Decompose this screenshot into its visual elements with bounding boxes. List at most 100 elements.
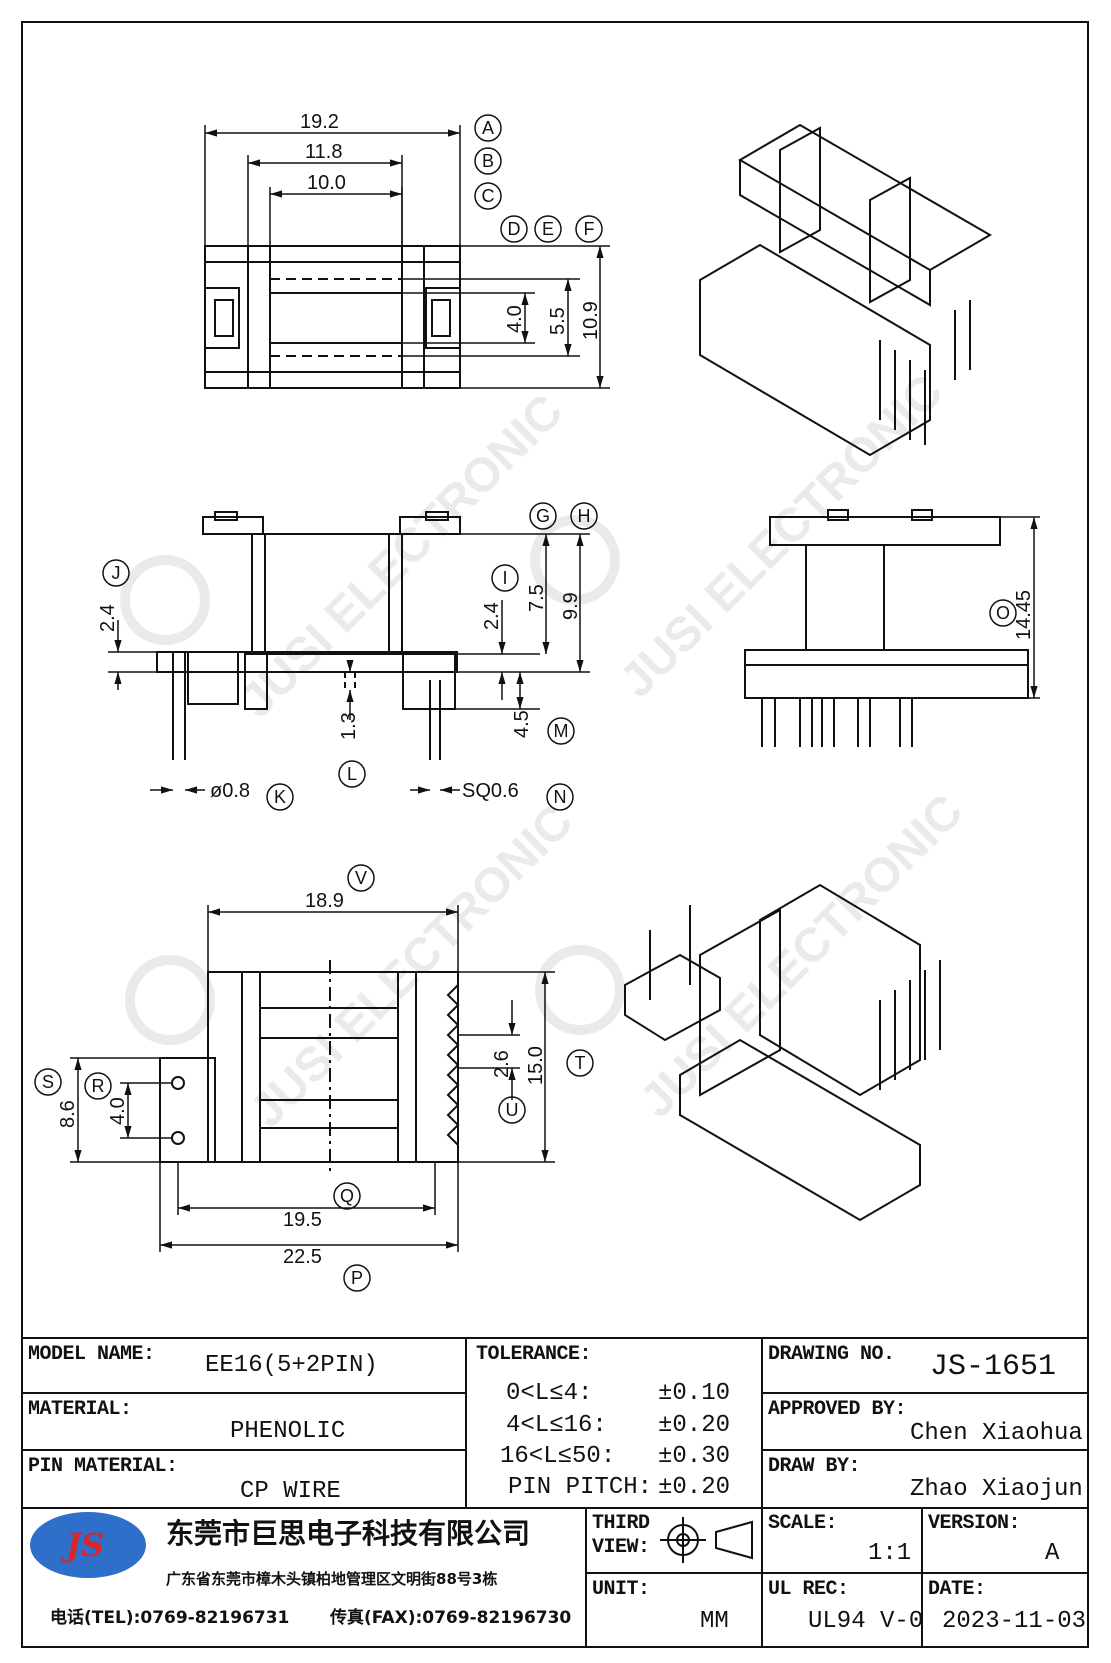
tolerance-range: PIN PITCH: xyxy=(508,1474,653,1501)
marker-label: A xyxy=(482,118,494,138)
version-label: VERSION: xyxy=(928,1512,1021,1535)
watermark-logo xyxy=(530,515,620,605)
draw-by-label: DRAW BY: xyxy=(768,1455,861,1478)
bottom-view xyxy=(159,960,460,1175)
dim-value: 10.9 xyxy=(580,301,602,340)
top-view-dim-lines xyxy=(204,125,610,389)
marker-label: J xyxy=(112,563,121,583)
marker-label: P xyxy=(351,1268,363,1288)
dim-value: 2.4 xyxy=(97,604,119,632)
marker-label: E xyxy=(542,219,554,239)
scale-label: SCALE: xyxy=(768,1512,838,1535)
marker-label: T xyxy=(575,1053,586,1073)
approved-by-value: Chen Xiaohua xyxy=(910,1420,1083,1447)
marker-label: I xyxy=(502,568,507,588)
company-fax: 传真(FAX):0769-82196730 xyxy=(330,1608,572,1628)
company-address: 广东省东莞市樟木头镇柏地管理区文明街88号3栋 xyxy=(166,1570,498,1588)
date-value: 2023-11-03 xyxy=(942,1608,1087,1635)
dim-value: 11.8 xyxy=(305,141,342,163)
pin-material-value: CP WIRE xyxy=(240,1478,341,1505)
dim-value: 22.5 xyxy=(283,1246,322,1268)
side-view xyxy=(744,509,1029,747)
material-label: MATERIAL: xyxy=(28,1398,132,1421)
tolerance-range: 16<L≤50: xyxy=(500,1443,616,1470)
tolerance-value: ±0.20 xyxy=(658,1412,731,1439)
marker-label: M xyxy=(554,721,569,741)
drawing-frame xyxy=(21,21,1089,1648)
marker-label: R xyxy=(92,1076,105,1096)
third-view-label: THIRD xyxy=(592,1512,650,1535)
isometric-view-top xyxy=(699,123,992,457)
pin-material-label: PIN MATERIAL: xyxy=(28,1455,178,1478)
ul-rec-label: UL REC: xyxy=(768,1578,849,1601)
marker-label: G xyxy=(536,506,550,526)
title-block-grid xyxy=(22,1338,1088,1647)
dim-value: 15.0 xyxy=(525,1046,547,1085)
tolerance-value: ±0.20 xyxy=(658,1474,731,1501)
dim-value: 4.5 xyxy=(511,710,533,738)
dim-value: 19.5 xyxy=(283,1209,322,1231)
watermark: JUSI ELECTRONIC JUSI ELECTRONIC JUSI ELE… xyxy=(120,365,973,1138)
dim-value: 7.5 xyxy=(526,584,548,612)
dim-value: 2.4 xyxy=(481,602,503,630)
material-value: PHENOLIC xyxy=(230,1418,346,1445)
third-angle-symbol-icon xyxy=(660,1517,753,1563)
marker-label: K xyxy=(274,787,286,807)
drawing-no-label: DRAWING NO. xyxy=(768,1343,895,1366)
draw-by-value: Zhao Xiaojun xyxy=(910,1476,1083,1503)
marker-label: Q xyxy=(340,1186,354,1206)
dim-value: 18.9 xyxy=(305,890,344,912)
watermark-text: JUSI ELECTRONIC xyxy=(240,795,583,1138)
dim-value: 19.2 xyxy=(300,111,339,133)
approved-by-label: APPROVED BY: xyxy=(768,1398,907,1421)
marker-label: V xyxy=(355,868,367,888)
drawing-no-value: JS-1651 xyxy=(930,1350,1057,1384)
unit-value: MM xyxy=(700,1608,729,1635)
third-view-label: VIEW: xyxy=(592,1536,650,1559)
company-name: 东莞市巨思电子科技有限公司 xyxy=(166,1517,531,1550)
tolerance-value: ±0.10 xyxy=(658,1380,731,1407)
marker-label: B xyxy=(482,151,494,171)
tolerance-value: ±0.30 xyxy=(658,1443,731,1470)
tolerance-range: 4<L≤16: xyxy=(506,1412,607,1439)
model-name-value: EE16(5+2PIN) xyxy=(205,1352,378,1379)
side-view-dim-lines xyxy=(1000,516,1040,699)
dim-value: ø0.8 xyxy=(210,780,250,802)
company-tel: 电话(TEL):0769-82196731 xyxy=(50,1608,290,1628)
watermark-logo xyxy=(125,955,215,1045)
watermark-logo xyxy=(120,555,210,645)
dim-value: 4.0 xyxy=(504,305,526,333)
scale-value: 1:1 xyxy=(868,1540,912,1567)
dim-value: 4.0 xyxy=(107,1097,129,1125)
tolerance-label: TOLERANCE: xyxy=(476,1343,592,1366)
bottom-view-dim-lines xyxy=(70,905,555,1252)
marker-label: D xyxy=(508,219,521,239)
date-label: DATE: xyxy=(928,1578,986,1601)
version-value: A xyxy=(1045,1540,1060,1567)
isometric-view-bottom xyxy=(624,883,941,1222)
ul-rec-value: UL94 V-0 xyxy=(808,1608,924,1635)
top-view xyxy=(204,245,461,389)
dimension-texts: 19.2 11.8 10.0 10.9 5.5 4.0 9.9 7.5 2.4 … xyxy=(57,111,1035,1268)
dim-value: 14.45 xyxy=(1013,590,1035,640)
watermark-text: JUSI ELECTRONIC xyxy=(610,365,953,708)
dim-value: 1.3 xyxy=(338,712,360,740)
marker-label: O xyxy=(996,603,1010,623)
marker-label: H xyxy=(578,506,591,526)
model-name-label: MODEL NAME: xyxy=(28,1343,155,1366)
tolerance-range: 0<L≤4: xyxy=(506,1380,593,1407)
reference-markers: A B C D E F G H J I K L M N O V T U S R … xyxy=(34,114,1017,1292)
dim-value: SQ0.6 xyxy=(462,780,519,802)
marker-label: N xyxy=(554,787,567,807)
marker-label: S xyxy=(42,1072,54,1092)
dim-value: 8.6 xyxy=(57,1100,79,1128)
company-logo xyxy=(30,1512,146,1578)
logo-text: JS xyxy=(66,1526,105,1564)
dim-value: 9.9 xyxy=(560,592,582,620)
marker-label: L xyxy=(347,764,357,784)
watermark-logo xyxy=(535,945,625,1035)
dim-value: 5.5 xyxy=(547,307,569,335)
marker-label: F xyxy=(584,219,595,239)
front-view xyxy=(156,511,461,760)
